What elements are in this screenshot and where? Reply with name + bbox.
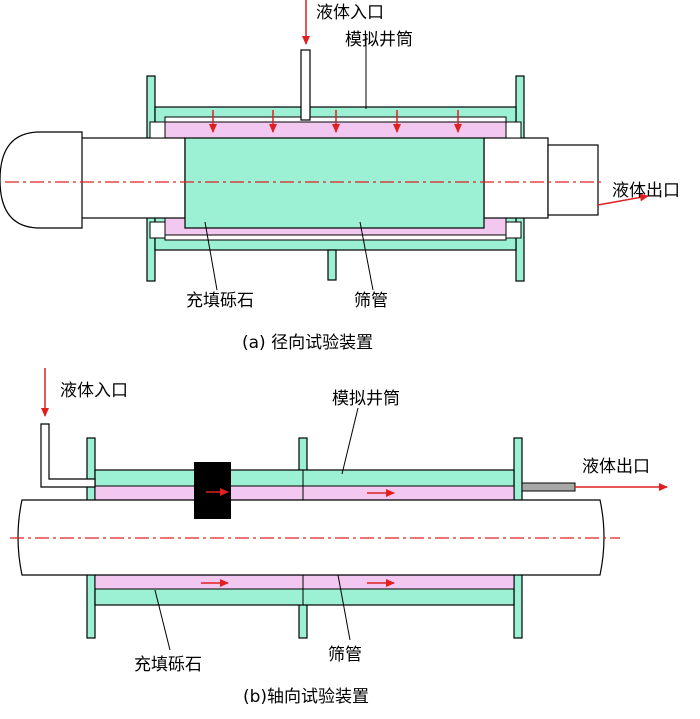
gravel-label-a: 充填砾石 xyxy=(186,291,254,311)
inlet-pipe xyxy=(300,49,311,121)
seal-top-left xyxy=(149,121,166,139)
screen-label-b: 筛管 xyxy=(328,645,362,665)
inlet-tube xyxy=(79,137,186,219)
seal-block xyxy=(194,462,231,519)
lower-gravel xyxy=(94,574,515,590)
outlet-label-b: 液体出口 xyxy=(582,457,650,477)
inlet-label-a: 液体入口 xyxy=(316,3,384,23)
wellbore-leader xyxy=(341,407,359,475)
wellbore-label-a: 模拟井筒 xyxy=(345,30,413,50)
radial-flow-arrows xyxy=(209,110,462,133)
seal-bottom-right xyxy=(505,221,522,239)
screen-label-a: 筛管 xyxy=(354,291,388,311)
inlet-label-b: 液体入口 xyxy=(60,381,128,401)
end-cap xyxy=(0,131,83,229)
upper-gravel xyxy=(94,485,515,501)
gravel-leader xyxy=(204,221,218,291)
outlet-pipe xyxy=(521,482,576,492)
outlet-arrow xyxy=(597,193,649,206)
screen-leader xyxy=(337,574,351,641)
bottom-stub xyxy=(327,249,337,281)
seal-top-right xyxy=(505,121,522,139)
inlet-pipe xyxy=(40,423,96,488)
wellbore-label-b: 模拟井筒 xyxy=(332,389,400,409)
outlet-label-a: 液体出口 xyxy=(612,181,680,201)
outlet-nozzle xyxy=(547,144,599,216)
gravel-leader xyxy=(154,589,171,651)
seal-bottom-left xyxy=(149,221,166,239)
outlet-pipe xyxy=(483,137,549,219)
screen-tube xyxy=(184,137,485,229)
caption-b: (b)轴向试验装置 xyxy=(243,687,369,707)
caption-a: (a) 径向试验装置 xyxy=(242,333,373,353)
gravel-label-b: 充填砾石 xyxy=(134,655,202,675)
screen-leader xyxy=(359,221,374,291)
radial-apparatus: 液体入口 模拟井筒 液体出口 充填砾石 筛管 (a) 径向试验装置 xyxy=(0,0,680,353)
axial-apparatus: 液体入口 模拟井筒 液体出口 充填砾石 筛管 (b)轴向试验装置 xyxy=(10,368,668,707)
